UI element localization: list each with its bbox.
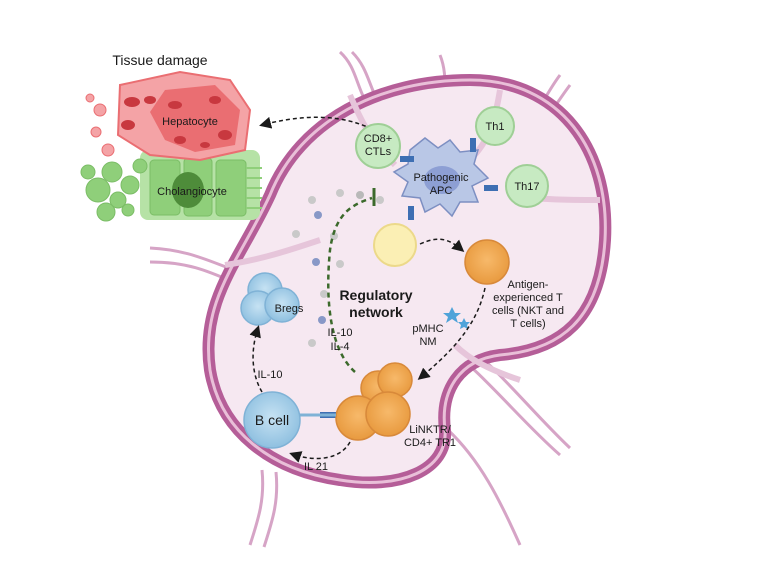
linktr-label-1: LiNKTR/ [409,424,452,436]
antigen-to-linktr-arrow [417,287,486,380]
linktr-tr1-cells [335,362,413,441]
regulatory-label-1: Regulatory [339,287,412,303]
antigen-label-3: cells (NKT and [492,305,564,317]
cd8-ctl-cell [355,123,401,169]
pmhc-star-icon [443,307,470,329]
hepatocyte-cluster [85,70,252,162]
il21-arrow [289,441,351,463]
apc-label-2: APC [430,185,453,197]
th1-label: Th1 [486,121,505,133]
bregs-cells [240,272,300,326]
th17-cell [505,164,549,208]
il21-label: IL 21 [304,461,328,473]
th1-cell [475,106,515,146]
bregs-label: Bregs [275,303,304,315]
apc-label-1: Pathogenic [413,172,469,184]
antigen-label-4: T cells) [510,318,545,330]
b-cell [243,391,301,449]
hepatocyte-label: Hepatocyte [162,116,218,128]
antigen-label-2: experienced T [493,292,563,304]
il4-center-label: IL-4 [331,341,350,353]
inhibition-dashed-line [327,196,373,373]
cd8-label-1: CD8+ [364,133,392,145]
th17-label: Th17 [514,181,539,193]
cholangiocyte-cluster [80,150,262,222]
naive-t-cell [373,223,417,267]
cytokine-dots [292,189,384,347]
regulatory-label-2: network [349,304,403,320]
antigen-label-1: Antigen- [508,279,549,291]
b-cell-label: B cell [255,412,289,428]
pmhc-label-1: pMHC [412,323,443,335]
bcell-to-bregs-arrow [249,325,263,393]
tissue-damage-title: Tissue damage [112,52,207,68]
il10-left-label: IL-10 [257,369,282,381]
pmhc-label-2: NM [419,336,436,348]
antigen-experienced-t-cell [464,239,510,285]
cd8-label-2: CTLs [365,146,392,158]
naive-to-antigen-arrow [419,238,465,252]
linktr-label-2: CD4+ TR1 [404,437,456,449]
pathogenic-apc [392,137,490,218]
cholangiocyte-label: Cholangiocyte [157,186,227,198]
il10-center-label: IL-10 [327,327,352,339]
